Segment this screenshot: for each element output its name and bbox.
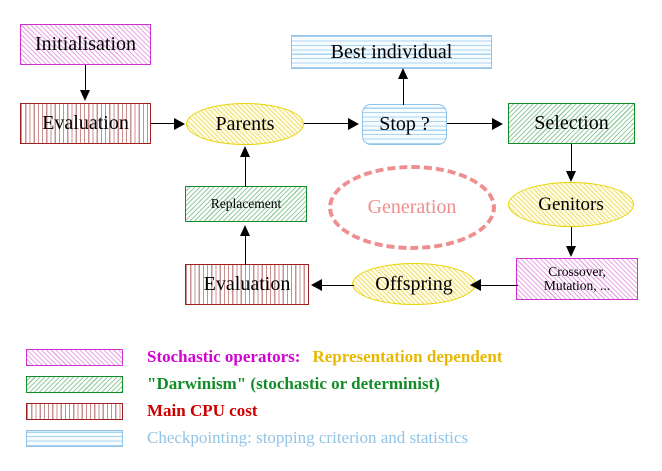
node-best-individual[interactable]: Best individual (291, 35, 492, 69)
arrowhead-parents-to-stop (348, 117, 359, 130)
legend-row-darwinism: "Darwinism" (stochastic or determinist) (26, 371, 440, 397)
node-evaluation-top[interactable]: Evaluation (20, 103, 151, 144)
node-crossover-mutation[interactable]: Crossover, Mutation, ... (516, 258, 638, 300)
arrowhead-genitors-to-crossover (565, 246, 576, 257)
edge-parents-to-stop (304, 123, 350, 125)
node-initialisation[interactable]: Initialisation (20, 24, 151, 65)
node-generation-region: Generation (328, 165, 496, 250)
node-genitors-label: Genitors (538, 193, 604, 215)
arrowhead-replacement-to-parents (239, 146, 250, 157)
legend-swatch-blue-horizontal-hatch-icon (26, 429, 123, 447)
edge-crossover-to-offspring (478, 285, 518, 287)
edge-replacement-to-parents (245, 155, 247, 187)
legend-label-stochastic-operators: Stochastic operators: (147, 347, 301, 366)
node-replacement-label: Replacement (210, 195, 282, 211)
arrowhead-stop-to-selection (492, 117, 503, 130)
node-evaluation-top-label: Evaluation (42, 112, 129, 134)
node-parents[interactable]: Parents (186, 103, 304, 145)
legend-label-darwinism: "Darwinism" (stochastic or determinist) (147, 374, 440, 393)
edge-stop-to-best-individual (403, 77, 405, 105)
arrowhead-evaluation-to-parents (174, 117, 185, 130)
legend-row-main-cpu-cost: Main CPU cost (26, 398, 257, 424)
arrowhead-selection-to-genitors (565, 171, 576, 182)
node-stop[interactable]: Stop ? (362, 104, 447, 145)
legend-label-main-cpu-cost: Main CPU cost (147, 401, 258, 420)
node-selection-label: Selection (534, 112, 609, 134)
legend-label-representation-dependent: Representation dependent (312, 347, 503, 366)
legend-swatch-green-diagonal-hatch-icon (26, 375, 123, 393)
node-stop-label: Stop ? (379, 113, 430, 135)
node-crossover-mutation-label: Crossover, Mutation, ... (543, 263, 611, 293)
edge-stop-to-selection (447, 123, 494, 125)
node-parents-label: Parents (215, 112, 275, 135)
node-evaluation-bottom[interactable]: Evaluation (185, 264, 309, 305)
legend: Stochastic operators: Representation dep… (0, 336, 662, 471)
arrowhead-evaluation-to-replacement (239, 225, 250, 236)
arrowhead-crossover-to-offspring (470, 279, 481, 291)
node-best-individual-label: Best individual (330, 40, 453, 63)
arrowhead-stop-to-best-individual (397, 68, 408, 79)
edge-evaluation-to-parents (151, 123, 177, 125)
legend-label-checkpointing: Checkpointing: stopping criterion and st… (147, 428, 469, 447)
edge-selection-to-genitors (571, 144, 573, 174)
node-offspring-label: Offspring (375, 272, 453, 295)
edge-offspring-to-evaluation (318, 285, 354, 287)
node-generation-label: Generation (367, 196, 457, 218)
arrowhead-initialisation-to-evaluation (79, 90, 90, 101)
arrowhead-offspring-to-evaluation (311, 279, 322, 291)
legend-row-checkpointing: Checkpointing: stopping criterion and st… (26, 425, 468, 451)
legend-swatch-red-vertical-hatch-icon (26, 402, 123, 420)
edge-evaluation-to-replacement (245, 234, 247, 265)
legend-row-stochastic-operators: Stochastic operators: Representation dep… (26, 344, 502, 370)
node-initialisation-label: Initialisation (34, 33, 137, 55)
edge-initialisation-to-evaluation (85, 65, 87, 92)
node-genitors[interactable]: Genitors (508, 182, 634, 227)
node-replacement[interactable]: Replacement (185, 186, 307, 222)
edge-genitors-to-crossover (571, 227, 573, 249)
node-offspring[interactable]: Offspring (352, 263, 476, 305)
node-evaluation-bottom-label: Evaluation (203, 273, 291, 295)
legend-swatch-magenta-diagonal-hatch-icon (26, 348, 123, 366)
node-selection[interactable]: Selection (508, 103, 635, 144)
